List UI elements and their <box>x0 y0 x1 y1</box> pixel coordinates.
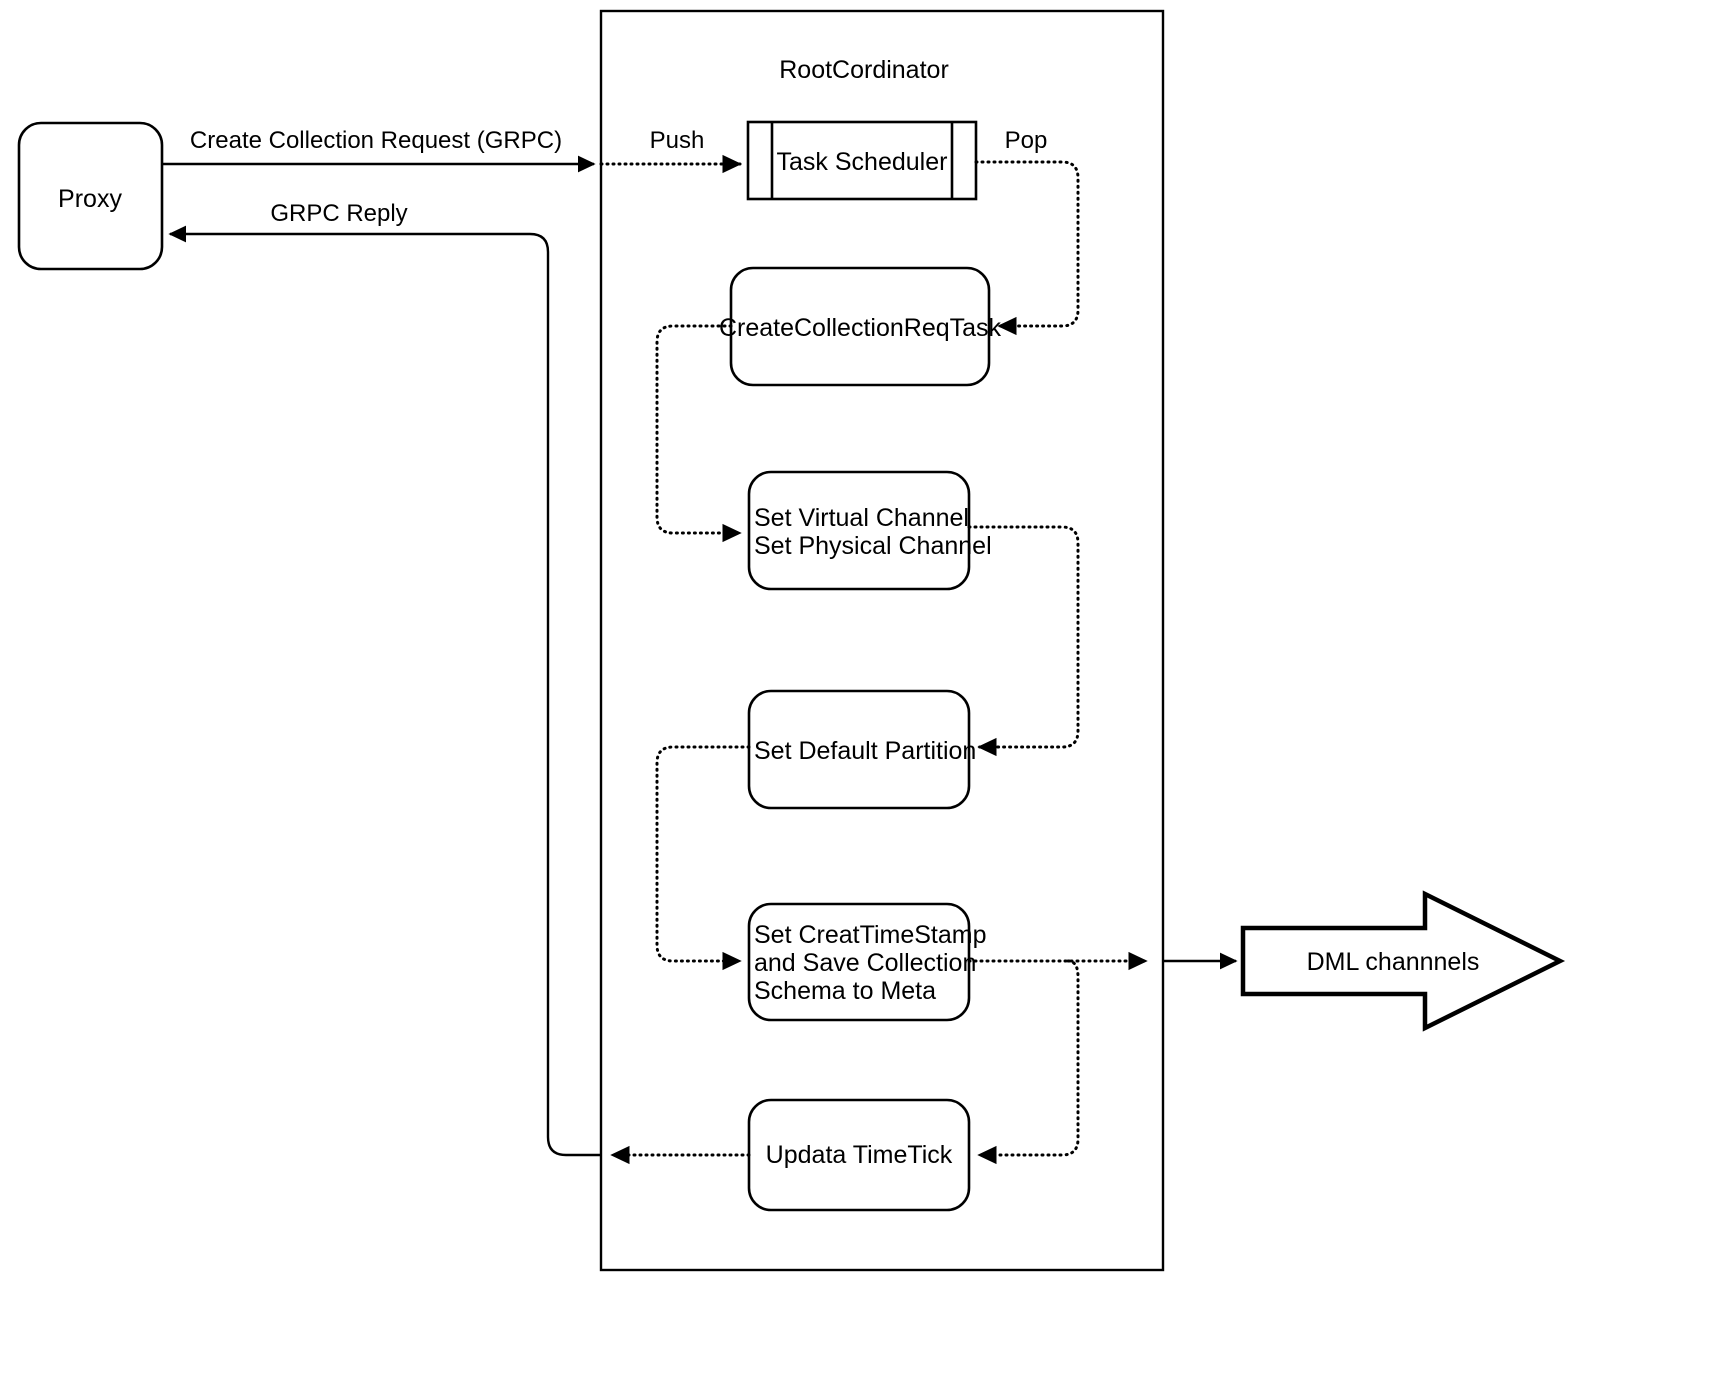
edge-set-timestamp-to-update-timetick <box>977 959 1080 1165</box>
node-set-channels-label-line1: Set Virtual Channel <box>754 504 969 532</box>
edge-push-label: Push <box>650 127 705 154</box>
node-set-default-partition-label: Set Default Partition <box>754 737 976 765</box>
rootcordinator-title: RootCordinator <box>779 56 949 84</box>
node-set-timestamp-label-line2: and Save Collection <box>754 949 976 977</box>
rootcordinator-container <box>599 9 1165 1272</box>
edge-default-partition-to-set-timestamp <box>655 745 751 971</box>
node-task-scheduler[interactable] <box>746 120 978 201</box>
edge-create-collection-request-label: Create Collection Request (GRPC) <box>190 127 562 154</box>
edge-grpc-reply <box>168 225 601 1157</box>
node-update-timetick-label: Updata TimeTick <box>766 1141 953 1169</box>
node-dml-channels-label: DML channnels <box>1307 948 1480 976</box>
node-dml-channels[interactable] <box>1240 890 1566 1032</box>
node-set-channels[interactable] <box>747 470 971 591</box>
node-proxy-label: Proxy <box>58 185 122 213</box>
edge-pop-label: Pop <box>1005 127 1048 154</box>
edge-set-channels-to-default-partition <box>967 525 1080 757</box>
node-set-timestamp-label-line3: Schema to Meta <box>754 977 936 1005</box>
node-proxy[interactable] <box>17 121 164 271</box>
node-set-channels-label-line2: Set Physical Channel <box>754 532 992 560</box>
edge-task-to-set-channels <box>655 324 742 543</box>
edge-grpc-reply-label: GRPC Reply <box>270 200 407 227</box>
node-task-scheduler-label: Task Scheduler <box>777 148 948 176</box>
edge-pop <box>974 160 1080 336</box>
node-set-default-partition[interactable] <box>747 689 971 810</box>
node-create-collection-req-task-label: CreateCollectionReqTask <box>719 314 1002 342</box>
node-set-timestamp-label-line1: Set CreatTimeStamp <box>754 921 986 949</box>
